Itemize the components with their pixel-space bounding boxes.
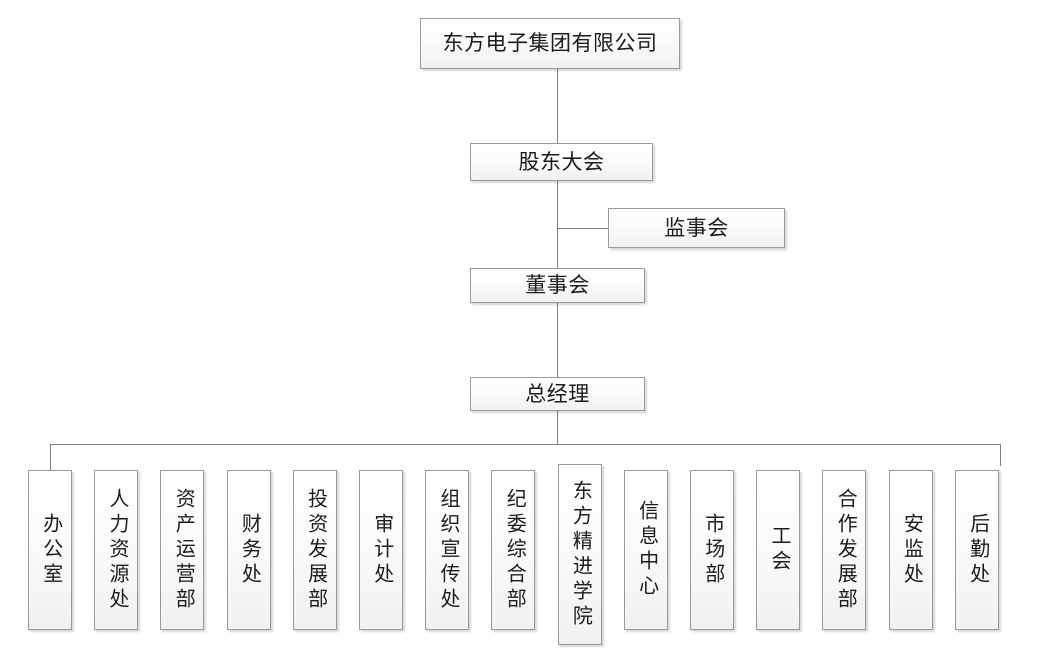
connector-directors-to-manager xyxy=(557,302,558,377)
node-shareholders-meeting-label: 股东大会 xyxy=(518,149,605,174)
department-label: 工会 xyxy=(767,525,790,575)
department-label: 投资发展部 xyxy=(304,487,327,613)
department-label: 纪委综合部 xyxy=(503,487,526,613)
department-label: 人力资源处 xyxy=(105,487,128,613)
department-label: 信息中心 xyxy=(635,500,658,600)
department-label: 办公室 xyxy=(39,512,62,588)
connector-bus-to-first-department xyxy=(50,444,51,471)
node-shareholders-meeting[interactable]: 股东大会 xyxy=(470,143,653,181)
department-box[interactable]: 合作发展部 xyxy=(822,470,867,630)
node-board-of-directors-label: 董事会 xyxy=(525,273,590,298)
department-box[interactable]: 信息中心 xyxy=(623,470,668,630)
department-label: 市场部 xyxy=(701,512,724,588)
department-box[interactable]: 投资发展部 xyxy=(292,470,337,630)
department-label: 东方精进学院 xyxy=(569,479,592,630)
department-box[interactable]: 纪委综合部 xyxy=(491,470,536,630)
department-label: 后勤处 xyxy=(966,512,989,588)
connector-branch-to-supervisors xyxy=(557,228,609,229)
node-board-of-supervisors[interactable]: 监事会 xyxy=(608,208,785,248)
department-box[interactable]: 财务处 xyxy=(226,470,271,630)
node-general-manager[interactable]: 总经理 xyxy=(470,377,645,411)
department-box[interactable]: 市场部 xyxy=(690,470,734,630)
department-label: 审计处 xyxy=(370,512,393,588)
department-box[interactable]: 后勤处 xyxy=(954,470,999,630)
department-box[interactable]: 审计处 xyxy=(359,470,403,630)
connector-company-to-shareholders xyxy=(557,68,558,143)
department-box[interactable]: 资产运营部 xyxy=(160,470,205,630)
connector-manager-to-bus xyxy=(557,410,558,444)
department-label: 财务处 xyxy=(238,512,261,588)
node-board-of-directors[interactable]: 董事会 xyxy=(470,268,645,303)
node-company[interactable]: 东方电子集团有限公司 xyxy=(420,18,680,69)
connector-shareholders-to-directors xyxy=(557,180,558,268)
department-label: 组织宣传处 xyxy=(436,487,459,613)
department-box[interactable]: 工会 xyxy=(756,470,801,630)
node-general-manager-label: 总经理 xyxy=(525,381,590,406)
connector-bus-to-last-department xyxy=(1000,444,1001,466)
department-label: 资产运营部 xyxy=(172,487,195,613)
department-box[interactable]: 安监处 xyxy=(888,470,933,630)
node-board-of-supervisors-label: 监事会 xyxy=(664,215,729,240)
department-label: 合作发展部 xyxy=(834,487,857,613)
connector-department-bus xyxy=(50,444,1001,445)
department-label: 安监处 xyxy=(900,512,923,588)
department-box[interactable]: 人力资源处 xyxy=(94,470,139,630)
department-box[interactable]: 组织宣传处 xyxy=(425,470,470,630)
node-company-label: 东方电子集团有限公司 xyxy=(442,31,658,56)
department-box[interactable]: 办公室 xyxy=(28,470,72,630)
department-box[interactable]: 东方精进学院 xyxy=(557,464,602,645)
